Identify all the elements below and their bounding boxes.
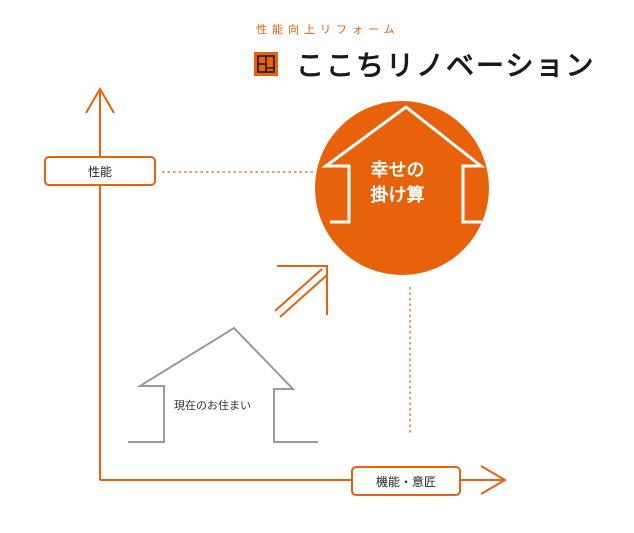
brand-tagline: 性能向上リフォーム [256,23,400,36]
goal-circle [315,101,489,275]
logo-mark-icon [254,52,278,76]
x-axis-arrowhead [480,465,507,495]
goal-label-line1: 幸せの [370,160,425,181]
y-axis-label: 性能 [44,156,156,186]
goal-label: 幸せの 掛け算 [340,158,455,208]
goal-house-outline [321,105,486,224]
brand-header: ここちリノベーション [254,44,595,84]
y-axis-arrowhead [85,87,115,114]
x-axis-label: 機能・意匠 [351,466,461,496]
goal-label-line2: 掛け算 [370,185,425,206]
current-home-outline [128,326,318,443]
current-home-label: 現在のお住まい [174,399,251,412]
brand-name: ここちリノベーション [296,49,596,82]
diagonal-double-arrow-icon [274,265,328,318]
